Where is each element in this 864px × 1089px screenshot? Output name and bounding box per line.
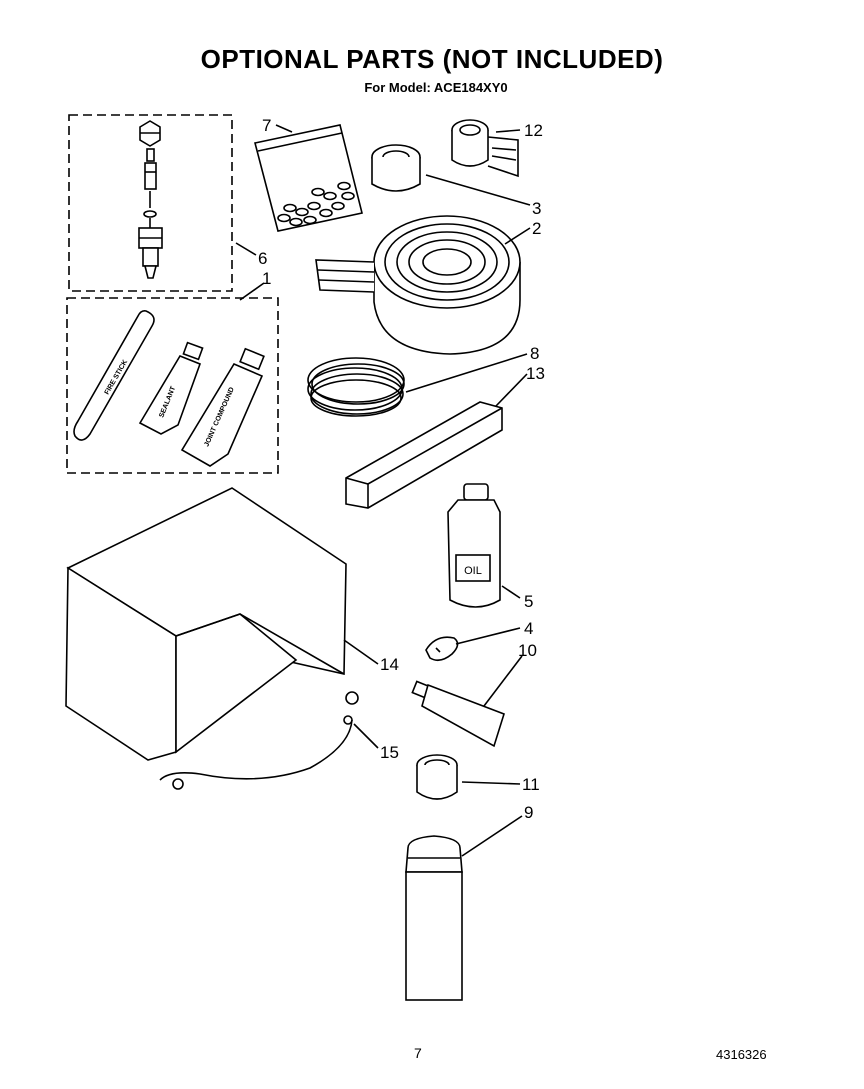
- callout-14: 14: [380, 655, 399, 674]
- callout-15: 15: [380, 743, 399, 762]
- callout-numbers: 7 12 3 2 6 1 8 13 5 4 10 14 15 11 9: [258, 116, 545, 822]
- callout-10: 10: [518, 641, 537, 660]
- oil-label: OIL: [464, 565, 482, 577]
- callout-13: 13: [526, 364, 545, 383]
- callout-1: 1: [262, 269, 271, 288]
- valve-assembly-group: [68, 114, 233, 292]
- callout-9: 9: [524, 803, 533, 822]
- dashed-box-6: [68, 114, 233, 292]
- o-ring-bag: [254, 124, 363, 232]
- sealant-tube: SEALANT: [138, 341, 204, 435]
- foam-strip: [345, 401, 503, 509]
- callout-7: 7: [262, 116, 271, 135]
- unit-cover: [65, 487, 347, 761]
- oil-bottle: OIL: [447, 483, 501, 608]
- document-number: 4316326: [716, 1047, 767, 1062]
- page-title: OPTIONAL PARTS (NOT INCLUDED): [200, 44, 664, 74]
- drain-cord: [159, 691, 359, 790]
- callout-12: 12: [524, 121, 543, 140]
- spray-can: [405, 835, 463, 1001]
- coiled-wire: [307, 357, 405, 417]
- dashed-box-1: [66, 297, 279, 474]
- page-number: 7: [414, 1045, 422, 1061]
- insulation-tape-roll: [315, 215, 521, 355]
- callout-2: 2: [532, 219, 541, 238]
- callout-3: 3: [532, 199, 541, 218]
- sealant-kit-group: FIRE STICK SEALANT JOINT COMPOUND: [66, 297, 279, 474]
- callout-6: 6: [258, 249, 267, 268]
- small-tape-roll: [451, 119, 519, 178]
- medium-tape-roll: [371, 144, 421, 192]
- tape-roll-11: [416, 754, 458, 800]
- callout-8: 8: [530, 344, 539, 363]
- callout-11: 11: [522, 775, 540, 794]
- small-tube: [411, 680, 505, 748]
- capsule: [425, 636, 459, 662]
- callout-4: 4: [524, 619, 533, 638]
- valve-fitting: [138, 120, 163, 279]
- leader-lines: [235, 124, 531, 857]
- callout-5: 5: [524, 592, 533, 611]
- model-subtitle: For Model: ACE184XY0: [364, 80, 508, 95]
